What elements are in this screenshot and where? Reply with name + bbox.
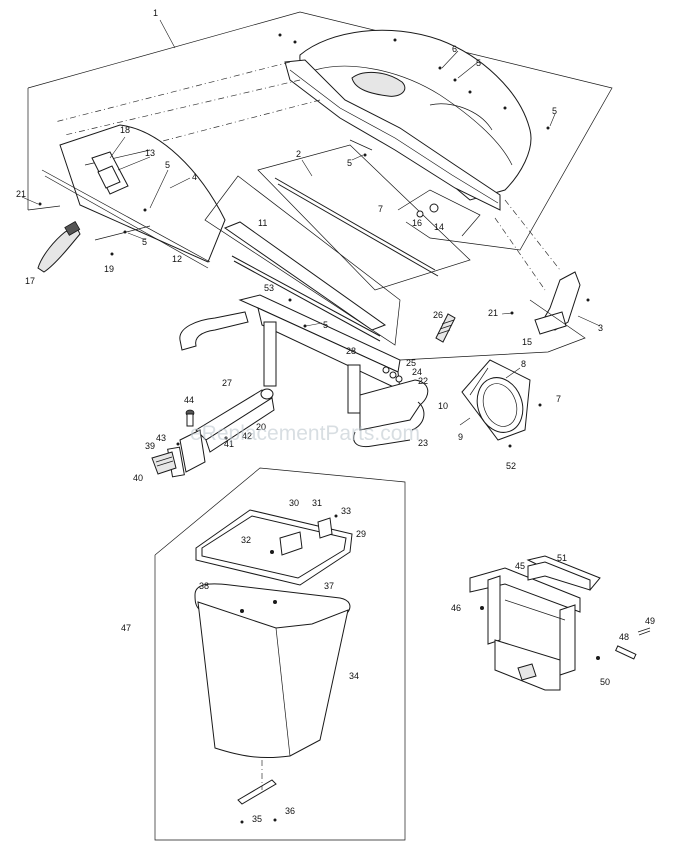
callout-35[interactable]: 35 [252, 814, 262, 824]
callout-11[interactable]: 11 [258, 218, 267, 228]
hitch-pin [185, 409, 195, 427]
callout-37[interactable]: 37 [324, 581, 334, 591]
rail-strip [257, 144, 471, 291]
callout-51[interactable]: 51 [557, 553, 567, 563]
callout-41[interactable]: 41 [224, 439, 234, 449]
callout-38[interactable]: 38 [199, 581, 209, 591]
watermark-text: eReplacementParts.com [190, 422, 420, 445]
bag-top-frame [195, 509, 353, 586]
callout-4[interactable]: 4 [192, 172, 197, 182]
callout-53[interactable]: 53 [264, 283, 274, 293]
callout-3[interactable]: 3 [598, 323, 603, 333]
callout-leaders [21, 19, 601, 426]
callout-25[interactable]: 25 [406, 358, 416, 368]
callout-18[interactable]: 18 [120, 125, 130, 135]
callout-10[interactable]: 10 [438, 401, 448, 411]
callout-46[interactable]: 46 [451, 603, 461, 613]
callout-5[interactable]: 5 [347, 158, 352, 168]
callout-2[interactable]: 2 [296, 149, 301, 159]
hardware-cluster [382, 366, 403, 383]
callout-5[interactable]: 5 [476, 58, 481, 68]
callout-31[interactable]: 31 [312, 498, 322, 508]
callout-15[interactable]: 15 [522, 337, 532, 347]
callout-17[interactable]: 17 [25, 276, 35, 286]
hitch-clamp [151, 451, 177, 475]
bag-latch [237, 760, 277, 805]
callout-47[interactable]: 47 [121, 623, 131, 633]
callout-6[interactable]: 6 [452, 44, 457, 54]
bag-assembly-outline [154, 467, 406, 841]
callout-32[interactable]: 32 [241, 535, 251, 545]
callout-7[interactable]: 7 [556, 394, 561, 404]
callout-33[interactable]: 33 [341, 506, 351, 516]
callout-21[interactable]: 21 [488, 308, 498, 318]
callout-42[interactable]: 42 [242, 431, 252, 441]
spring [435, 313, 456, 343]
callout-22[interactable]: 22 [418, 376, 428, 386]
callout-16[interactable]: 16 [412, 218, 422, 228]
mount-bracket-assembly [469, 555, 601, 691]
callout-19[interactable]: 19 [104, 264, 114, 274]
callout-36[interactable]: 36 [285, 806, 295, 816]
main-frame [179, 294, 429, 448]
seal-strip-panel [204, 175, 401, 346]
callout-28[interactable]: 28 [346, 346, 356, 356]
right-bracket [399, 271, 586, 361]
callout-50[interactable]: 50 [600, 677, 610, 687]
callout-8[interactable]: 8 [521, 359, 526, 369]
callout-5[interactable]: 5 [323, 320, 328, 330]
latch-handle [37, 220, 81, 273]
left-latch-bracket [91, 151, 129, 195]
lock-pin [615, 627, 651, 660]
callout-14[interactable]: 14 [434, 222, 444, 232]
callout-48[interactable]: 48 [619, 632, 629, 642]
fasteners [38, 33, 600, 824]
callout-44[interactable]: 44 [184, 395, 194, 405]
chute-adapter [461, 359, 531, 441]
callout-20[interactable]: 20 [256, 422, 266, 432]
nut-box [397, 189, 481, 237]
callout-5[interactable]: 5 [142, 237, 147, 247]
callout-52[interactable]: 52 [506, 461, 516, 471]
callout-13[interactable]: 13 [145, 148, 155, 158]
callout-43[interactable]: 43 [156, 433, 166, 443]
callout-26[interactable]: 26 [433, 310, 443, 320]
bag-basket [194, 583, 351, 759]
callout-12[interactable]: 12 [172, 254, 182, 264]
callout-1[interactable]: 1 [153, 8, 158, 18]
callout-34[interactable]: 34 [349, 671, 359, 681]
cover-assembly-outline [27, 11, 613, 251]
callout-23[interactable]: 23 [418, 438, 428, 448]
cover-frame [284, 59, 501, 211]
callout-9[interactable]: 9 [458, 432, 463, 442]
hood-cover [299, 29, 532, 201]
callout-49[interactable]: 49 [645, 616, 655, 626]
callout-7[interactable]: 7 [378, 204, 383, 214]
callout-39[interactable]: 39 [145, 441, 155, 451]
callout-5[interactable]: 5 [165, 160, 170, 170]
callout-27[interactable]: 27 [222, 378, 232, 388]
callout-24[interactable]: 24 [412, 367, 422, 377]
callout-30[interactable]: 30 [289, 498, 299, 508]
callout-45[interactable]: 45 [515, 561, 525, 571]
callout-5[interactable]: 5 [552, 106, 557, 116]
callout-40[interactable]: 40 [133, 473, 143, 483]
callout-21[interactable]: 21 [16, 189, 26, 199]
callout-29[interactable]: 29 [356, 529, 366, 539]
callouts: 1 2 3 4 5 5 5 5 5 5 6 7 7 8 9 10 11 12 1… [16, 8, 655, 824]
